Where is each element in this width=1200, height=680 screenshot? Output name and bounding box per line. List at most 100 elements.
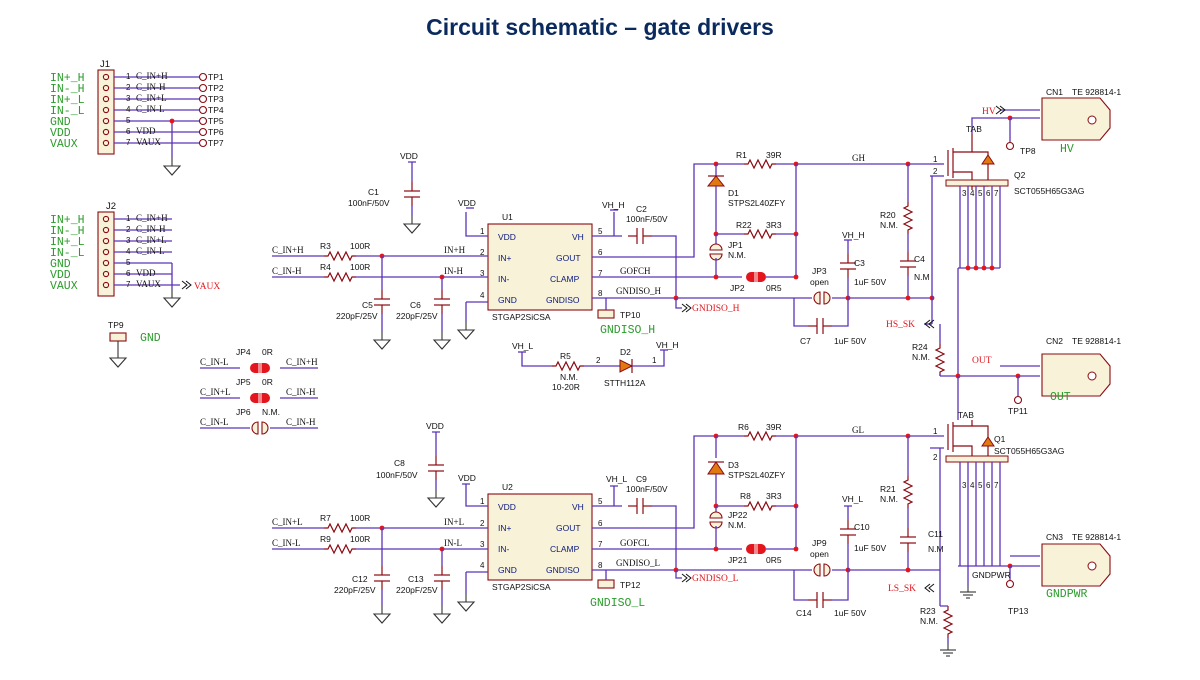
c3-value: 1uF 50V bbox=[854, 277, 886, 287]
c2-ref: C2 bbox=[636, 204, 647, 214]
gndiso-l-green: GNDISO_L bbox=[590, 597, 645, 610]
j1-net: VAUX bbox=[136, 137, 161, 147]
r5-value: N.M. bbox=[560, 372, 578, 382]
jp5-ref: JP5 bbox=[236, 377, 251, 387]
j2-label: VDD bbox=[50, 269, 71, 282]
d1-ref: D1 bbox=[728, 188, 739, 198]
r23-ref: R23 bbox=[920, 606, 936, 616]
tp9-label: TP9 bbox=[108, 320, 124, 330]
c5-value: 220pF/25V bbox=[336, 311, 378, 321]
labels: IN+_H IN-_H IN+_L IN-_L GND VDD VAUX J1 … bbox=[50, 59, 1121, 626]
j1-label-vaux: VAUX bbox=[50, 138, 78, 151]
tp2-label: TP2 bbox=[208, 83, 224, 93]
q2-pin: 1 bbox=[933, 155, 938, 164]
net-inn-l: IN-L bbox=[444, 538, 462, 548]
c4-value: N.M bbox=[914, 272, 930, 282]
j1-pin: 6 bbox=[126, 127, 131, 136]
jp3-ref: JP3 bbox=[812, 266, 827, 276]
j1-pin: 4 bbox=[126, 105, 131, 114]
gndpwr-green: GNDPWR bbox=[1046, 588, 1088, 601]
net-inp-l: IN+L bbox=[444, 517, 464, 527]
r4-value: 100R bbox=[350, 262, 370, 272]
gl-net: GL bbox=[852, 425, 864, 435]
bootstrap-vh-h: VH_H bbox=[656, 340, 679, 350]
j2-net: C_IN+L bbox=[136, 235, 167, 245]
u2-part: STGAP2SiCSA bbox=[492, 582, 551, 592]
hv-port: HV bbox=[982, 107, 996, 117]
tp8-label: TP8 bbox=[1020, 146, 1036, 156]
r5-alt: 10-20R bbox=[552, 382, 580, 392]
q1-pin: 2 bbox=[933, 453, 938, 462]
out-port: OUT bbox=[972, 356, 992, 366]
jp4-value: 0R bbox=[262, 347, 273, 357]
mosfet-q2 bbox=[930, 105, 1040, 376]
tp6-label: TP6 bbox=[208, 127, 224, 137]
q2-pin: 3 bbox=[962, 189, 967, 198]
q1-ref: Q1 bbox=[994, 434, 1006, 444]
d2-pin: 1 bbox=[652, 356, 657, 365]
r3-value: 100R bbox=[350, 241, 370, 251]
jp6-ref: JP6 bbox=[236, 407, 251, 417]
j2-label: IN-_L bbox=[50, 247, 85, 260]
c7-value: 1uF 50V bbox=[834, 336, 866, 346]
u2-pin-num: 4 bbox=[480, 561, 485, 570]
tp1-label: TP1 bbox=[208, 72, 224, 82]
q2-pin: 4 bbox=[970, 189, 975, 198]
j2-pin: 4 bbox=[126, 247, 131, 256]
gofch-net: GOFCH bbox=[620, 266, 651, 276]
gndpwr-net: GNDPWR bbox=[972, 570, 1011, 580]
j2-net: C_IN-H bbox=[136, 224, 166, 234]
gndiso-l-port: GNDISO_L bbox=[692, 574, 739, 584]
q1-part: SCT055H65G3AG bbox=[994, 446, 1064, 456]
tp3-label: TP3 bbox=[208, 94, 224, 104]
gndiso-h-net: GNDISO_H bbox=[616, 286, 662, 296]
j1-net: C_IN-H bbox=[136, 82, 166, 92]
c12-value: 220pF/25V bbox=[334, 585, 376, 595]
j2-label: VAUX bbox=[50, 280, 78, 293]
r5-ref: R5 bbox=[560, 351, 571, 361]
q2-pin: 2 bbox=[933, 167, 938, 176]
u2-vdd-net: VDD bbox=[458, 473, 476, 483]
jp9-ref: JP9 bbox=[812, 538, 827, 548]
c13-ref: C13 bbox=[408, 574, 424, 584]
q1-pin: 6 bbox=[986, 481, 991, 490]
r22-value: 3R3 bbox=[766, 220, 782, 230]
u1-pin-num: 4 bbox=[480, 291, 485, 300]
c10-ref: C10 bbox=[854, 522, 870, 532]
r3-ref: R3 bbox=[320, 241, 331, 251]
high-side-driver bbox=[272, 159, 945, 377]
d2-ref: D2 bbox=[620, 347, 631, 357]
d3-ref: D3 bbox=[728, 460, 739, 470]
in-h-n-net: C_IN-H bbox=[272, 266, 302, 276]
hs-sk-port: HS_SK bbox=[886, 320, 915, 330]
r7-ref: R7 bbox=[320, 513, 331, 523]
jp1-value: N.M. bbox=[728, 250, 746, 260]
tp4-label: TP4 bbox=[208, 105, 224, 115]
c11-ref: C11 bbox=[928, 529, 943, 539]
cn2-part: TE 928814-1 bbox=[1072, 336, 1121, 346]
r8-ref: R8 bbox=[740, 491, 751, 501]
u2-pin-in-n: IN- bbox=[498, 544, 510, 554]
r24-value: N.M. bbox=[912, 352, 930, 362]
net-inp-h: IN+H bbox=[444, 245, 466, 255]
connector-j1 bbox=[97, 69, 208, 176]
low-side-driver bbox=[272, 431, 957, 657]
u1-pin-in-p: IN+ bbox=[498, 253, 512, 263]
u2-pin-num: 3 bbox=[480, 540, 485, 549]
q2-pin: 6 bbox=[986, 189, 991, 198]
c4-ref: C4 bbox=[914, 254, 925, 264]
r6-value: 39R bbox=[766, 422, 782, 432]
q1-pin: 3 bbox=[962, 481, 967, 490]
ls-sk-port: LS_SK bbox=[888, 584, 916, 594]
gndiso-h-green: GNDISO_H bbox=[600, 324, 655, 337]
jp3-value: open bbox=[810, 277, 829, 287]
r9-ref: R9 bbox=[320, 534, 331, 544]
vaux-label: VAUX bbox=[194, 282, 220, 292]
d2-pin: 2 bbox=[596, 356, 601, 365]
j2-net: VDD bbox=[136, 268, 156, 278]
c10-vh-net: VH_L bbox=[842, 494, 864, 504]
j2-net: C_IN+H bbox=[136, 213, 168, 223]
jp6-value: N.M. bbox=[262, 407, 280, 417]
jp2-value: 0R5 bbox=[766, 283, 782, 293]
r21-value: N.M. bbox=[880, 494, 898, 504]
